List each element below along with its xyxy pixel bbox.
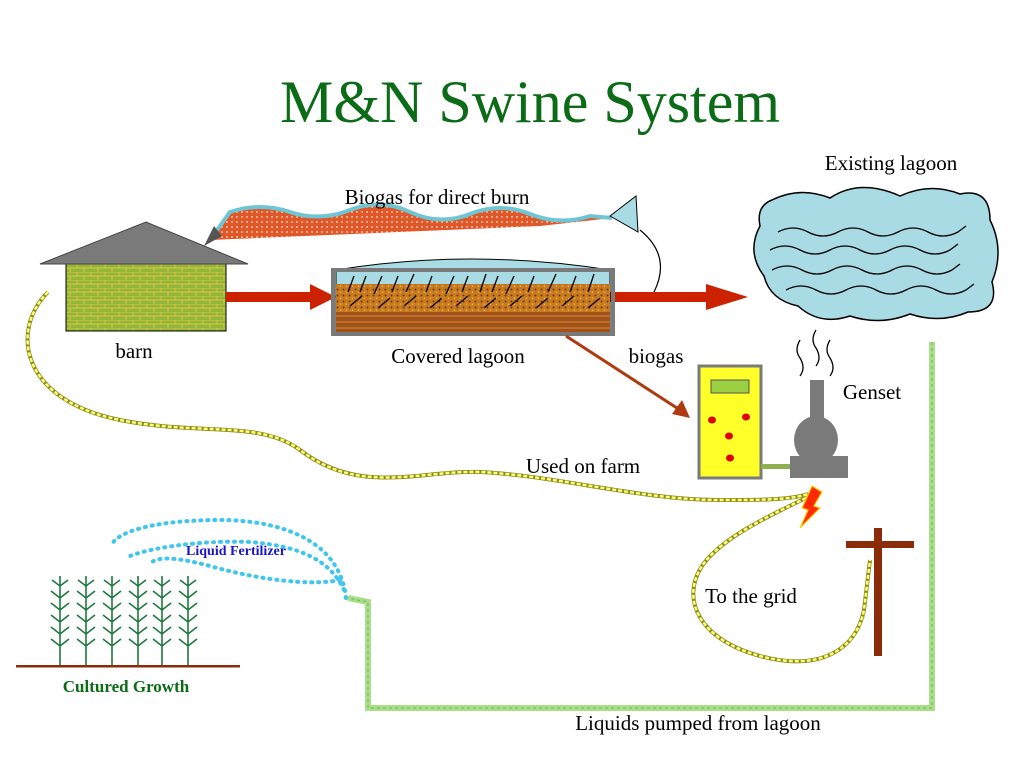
flow-arrow-barn-to-lagoon [226,284,336,310]
cultured-growth-label: Cultured Growth [63,677,190,696]
genset-label: Genset [843,380,901,404]
ground-line [16,665,240,668]
electric-cable [25,290,872,664]
biogas-label: biogas [629,344,684,368]
existing-lagoon-label: Existing lagoon [825,151,958,175]
used-on-farm-label: Used on farm [526,454,640,478]
covered-lagoon [331,258,615,336]
crop-plants [50,576,198,666]
barn [39,221,249,332]
to-the-grid-label: To the grid [705,584,797,608]
barn-label: barn [115,339,153,363]
genset-engine [790,329,848,478]
biogas-direct-burn-label: Biogas for direct burn [345,185,530,209]
biogas-flow-arrow [565,334,690,418]
liquid-pipe [347,342,935,711]
biogas-plume [204,195,662,293]
covered-lagoon-label: Covered lagoon [391,344,525,368]
flow-arrow-lagoon-to-existing [610,284,748,310]
liquid-fertilizer-label: Liquid Fertilizer [186,544,286,559]
liquids-pumped-label: Liquids pumped from lagoon [575,711,821,735]
page-title: M&N Swine System [280,69,780,135]
lightning-bolt-icon [799,485,823,529]
genset-control-panel [697,364,791,480]
power-pole [846,528,914,656]
existing-lagoon [753,186,999,322]
fertilizer-spray [110,517,348,600]
